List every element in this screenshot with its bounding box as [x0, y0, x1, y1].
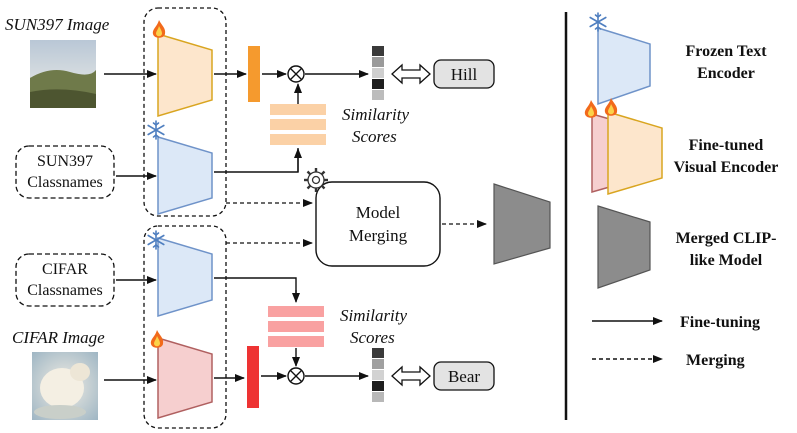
cifar-classnames-box — [15, 253, 115, 307]
snowflake-icon — [147, 120, 165, 140]
sun397-text-encoder — [157, 135, 213, 216]
cifar-score-vector — [372, 348, 384, 402]
sun397-score-vector — [372, 46, 384, 100]
top-encoder-group — [143, 7, 227, 217]
cifar-classnames-line2: Classnames — [27, 282, 103, 299]
sun397-image-label: SUN397 Image — [5, 15, 110, 34]
sun397-image — [30, 40, 96, 108]
flame-icon — [584, 100, 598, 118]
cifar-image-feature — [247, 346, 259, 408]
sun397-text-embeddings — [270, 104, 326, 145]
sun397-image-feature — [248, 46, 260, 102]
legend-merged-shape — [597, 205, 651, 289]
sun397-prediction-box — [433, 59, 495, 89]
model-merging-box — [315, 181, 441, 267]
model-merging-line1: Model — [356, 203, 401, 222]
sun397-prediction: Hill — [451, 65, 478, 84]
legend-finetuned-line1: Fine-tuned — [689, 137, 764, 154]
legend-merging-label: Merging — [686, 352, 745, 369]
legend-frozen-line1: Frozen Text — [685, 43, 767, 60]
cifar-text-encoder — [157, 236, 213, 318]
legend-frozen-line2: Encoder — [697, 65, 755, 82]
cifar-image — [32, 352, 98, 420]
cifar-similarity-label: Similarity — [340, 306, 408, 325]
snowflake-icon — [589, 12, 607, 32]
gear-icon — [304, 168, 328, 192]
legend-finetuning-label: Fine-tuning — [680, 314, 760, 331]
flame-icon — [604, 98, 618, 116]
flame-icon — [152, 20, 166, 38]
sun397-similarity-label: Similarity — [342, 105, 410, 124]
cifar-text-embeddings — [268, 306, 324, 347]
sun397-visual-encoder — [157, 32, 213, 118]
flame-icon — [150, 330, 164, 348]
legend-merged-line1: Merged CLIP- — [676, 230, 777, 247]
bottom-encoder-group — [143, 225, 227, 429]
legend-frozen-shape — [597, 26, 651, 106]
multiply-icon — [287, 367, 305, 385]
model-merging-line2: Merging — [349, 226, 408, 245]
legend-finetuned-shape — [607, 110, 663, 196]
double-arrow-icon — [391, 365, 431, 387]
cifar-classnames-line1: CIFAR — [42, 261, 88, 278]
legend-finetuned-line2: Visual Encoder — [674, 159, 779, 176]
sun397-classnames-line1: SUN397 — [37, 153, 93, 170]
sun397-scores-label: Scores — [352, 127, 397, 146]
cifar-prediction: Bear — [448, 367, 480, 386]
sun397-classnames-box — [15, 145, 115, 199]
snowflake-icon — [147, 230, 165, 250]
double-arrow-icon — [391, 63, 431, 85]
legend-merged-line2: like Model — [690, 252, 763, 269]
sun397-classnames-line2: Classnames — [27, 174, 103, 191]
cifar-scores-label: Scores — [350, 328, 395, 347]
cifar-visual-encoder — [157, 336, 213, 420]
cifar-prediction-box — [433, 361, 495, 391]
merged-clip-model — [493, 183, 551, 265]
cifar-image-label: CIFAR Image — [12, 328, 105, 347]
multiply-icon — [287, 65, 305, 83]
